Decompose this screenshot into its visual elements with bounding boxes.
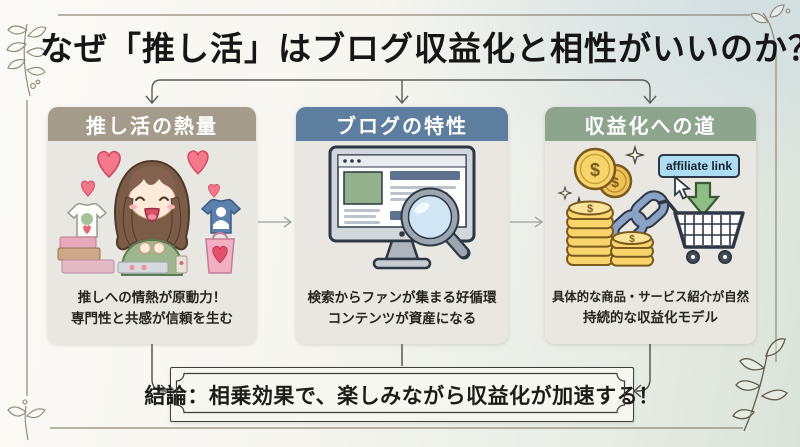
conclusion-text: 結論：相乗効果で、楽しみながら収益化が加速する！ — [144, 384, 660, 408]
column-header-monetization: 収益化への道 — [545, 107, 756, 141]
column-header-blog: ブログの特性 — [296, 107, 508, 141]
merch-boxes-icon — [57, 236, 115, 273]
caption-block-oshi-katsu: 推しへの情熱が原動力！ 専門性と共感が信頼を生む — [48, 276, 256, 344]
page-title: なぜ「推し活」はブログ収益化と相性がいいのか？ — [40, 32, 800, 68]
column-card-oshi-katsu: 推し活の熱量 — [48, 107, 256, 344]
caption-line: 専門性と共感が信頼を生む — [71, 311, 233, 326]
coin-icons-top: $ $ — [573, 147, 632, 198]
right-arrowhead-1 — [283, 216, 293, 228]
illustration-fan-girl — [48, 141, 256, 276]
right-arrowhead-2 — [534, 216, 544, 228]
magnifier-icon — [400, 187, 471, 259]
column-card-blog: ブログの特性 — [296, 107, 508, 344]
webpage-image-placeholder — [343, 170, 383, 205]
down-arrowhead-right — [643, 95, 657, 105]
coin-dollar: $ — [629, 234, 635, 245]
heart-icons — [80, 149, 220, 198]
caption-line: 具体的な商品・サービス紹介が自然 — [552, 290, 749, 305]
tshirt-icon-left — [66, 202, 108, 238]
caption-block-blog: 検索からファンが集まる好循環 コンテンツが資産になる — [296, 276, 508, 344]
coin-stack-icon-left: $ — [565, 200, 614, 266]
coin-dollar: $ — [586, 203, 592, 215]
coin-dollar: $ — [589, 160, 599, 180]
table-goods-icons — [117, 255, 188, 273]
conclusion-box: 結論：相乗効果で、楽しみながら収益化が加速する！ — [144, 367, 659, 422]
shopping-cart-icon — [656, 198, 745, 264]
affiliate-link-chip: affiliate link — [657, 153, 740, 178]
affiliate-link-label: affiliate link — [665, 159, 731, 173]
fan-girl-figure — [114, 159, 190, 276]
caption-block-monetization: 具体的な商品・サービス紹介が自然 持続的な収益化モデル — [545, 276, 756, 344]
branch-decoration-bottom-right — [732, 338, 788, 432]
tshirt-icon-right — [200, 198, 242, 234]
column-card-monetization: 収益化への道 $ $ affiliate link — [545, 107, 756, 344]
conclusion-ornate-border — [175, 372, 626, 414]
cursor-icon — [673, 174, 691, 200]
illustration-blog-monitor — [296, 141, 508, 276]
down-arrowhead-left — [145, 95, 159, 105]
flourish-decoration-bottom-left — [7, 399, 46, 441]
caption-line: コンテンツが資産になる — [327, 311, 477, 326]
bracket-arrows-title-to-cards — [145, 79, 657, 105]
down-arrowhead-center — [395, 95, 409, 105]
green-down-arrow-icon — [685, 181, 720, 217]
caption-line: 推しへの情熱が原動力！ — [77, 289, 227, 305]
shopping-bag-icon — [205, 231, 235, 274]
caption-line: 持続的な収益化モデル — [583, 310, 718, 326]
coin-dollar: $ — [611, 174, 619, 190]
caption-line: 検索からファンが集まる好循環 — [307, 289, 497, 305]
column-header-oshi-katsu: 推し活の熱量 — [48, 107, 256, 141]
illustration-monetization: $ $ affiliate link — [545, 141, 756, 276]
coin-stack-icon-right: $ — [609, 230, 654, 267]
